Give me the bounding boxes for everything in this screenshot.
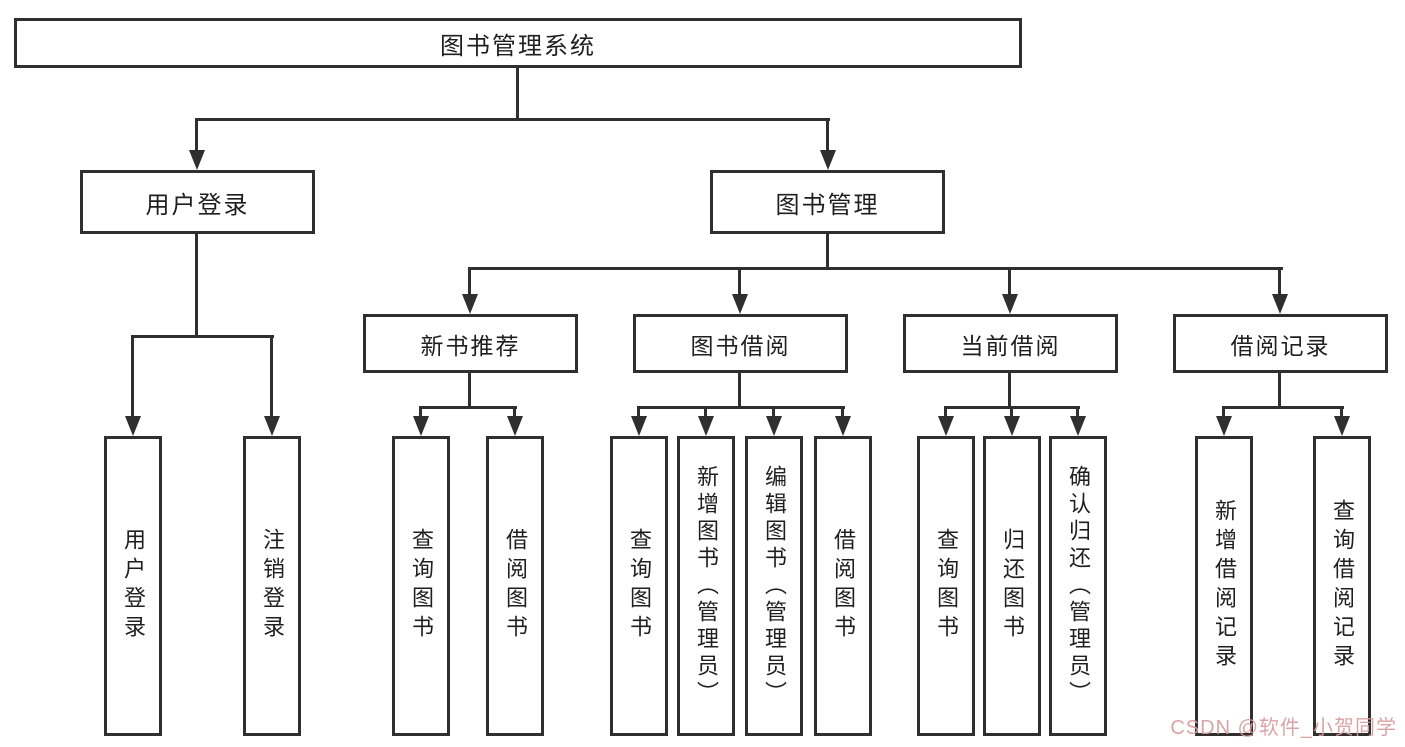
node-borrow-records: 借阅记录 [1173,314,1388,373]
arrowhead-leaf-cb-confirm [1070,416,1086,436]
arrowhead-leaf-bb-add [698,416,714,436]
leaf-newbook-borrow-books: 借阅图书 [486,436,544,736]
edge-user-login-trunk [195,232,198,338]
edge-book-borrowing-bus [637,406,845,409]
arrowhead-leaf-cb-return [1004,416,1020,436]
edge-root-to-user-login [195,118,198,152]
edge-new-book-bus [419,406,517,409]
node-current-borrowing: 当前借阅 [903,314,1118,373]
edge-book-management-bus [468,267,1283,270]
edge-to-leaf-bb-borrow [841,406,844,419]
arrowhead-leaf-nb-borrow [507,416,523,436]
edge-to-leaf-nb-query [419,406,422,419]
arrowhead-leaf-br-query [1334,416,1350,436]
edge-to-current-borrowing [1008,267,1011,296]
arrowhead-borrow-records [1272,294,1288,314]
node-book-borrowing: 图书借阅 [633,314,848,373]
node-book-management: 图书管理 [710,170,945,234]
edge-to-leaf-bb-edit [772,406,775,419]
arrowhead-user-login [189,150,205,170]
edge-new-book-trunk [468,371,471,409]
edge-current-borrowing-trunk [1008,371,1011,409]
leaf-current-return-books: 归还图书 [983,436,1041,736]
leaf-borrowing-add-books-admin: 新增图书（管理员） [677,436,735,736]
arrowhead-leaf-nb-query [413,416,429,436]
leaf-newbook-query-books: 查询图书 [392,436,450,736]
leaf-borrowing-query-books: 查询图书 [610,436,668,736]
arrowhead-leaf-br-add [1216,416,1232,436]
edge-to-leaf-cb-return [1010,406,1013,419]
edge-to-leaf-br-add [1222,406,1225,419]
leaf-borrowing-borrow-books: 借阅图书 [814,436,872,736]
leaf-user-login: 用户登录 [104,436,162,736]
edge-root-bus [196,118,830,121]
edge-to-leaf-cb-query [944,406,947,419]
edge-to-leaf-nb-borrow [513,406,516,419]
arrowhead-leaf-user-login [125,416,141,436]
arrowhead-leaf-cb-query [938,416,954,436]
arrowhead-leaf-bb-edit [766,416,782,436]
arrowhead-new-book-recommend [462,294,478,314]
arrowhead-book-management [820,150,836,170]
edge-to-leaf-cb-confirm [1076,406,1079,419]
arrowhead-leaf-bb-query [631,416,647,436]
leaf-borrowing-edit-books-admin: 编辑图书（管理员） [745,436,803,736]
edge-root-trunk [516,66,519,121]
edge-to-leaf-br-query [1340,406,1343,419]
edge-borrow-records-bus [1222,406,1344,409]
arrowhead-leaf-logout [264,416,280,436]
edge-to-leaf-bb-add [704,406,707,419]
edge-book-borrowing-trunk [738,371,741,409]
edge-to-leaf-logout [270,335,273,419]
csdn-watermark: CSDN @软件_小贺同学 [1170,717,1397,739]
leaf-current-query-books: 查询图书 [917,436,975,736]
node-user-login: 用户登录 [80,170,315,234]
edge-book-management-trunk [826,232,829,270]
leaf-current-confirm-return-admin: 确认归还（管理员） [1049,436,1107,736]
node-new-book-recommend: 新书推荐 [363,314,578,373]
arrowhead-current-borrowing [1002,294,1018,314]
edge-to-new-book-recommend [468,267,471,296]
arrowhead-leaf-bb-borrow [835,416,851,436]
edge-user-login-bus [131,335,274,338]
edge-borrow-records-trunk [1278,371,1281,409]
edge-root-to-book-management [826,118,829,152]
node-root-library-management-system: 图书管理系统 [14,18,1022,68]
edge-to-borrow-records [1278,267,1281,296]
edge-to-leaf-bb-query [637,406,640,419]
leaf-logout: 注销登录 [243,436,301,736]
edge-to-leaf-user-login [131,335,134,419]
leaf-records-query-borrow-record: 查询借阅记录 [1313,436,1371,736]
leaf-records-add-borrow-record: 新增借阅记录 [1195,436,1253,736]
edge-to-book-borrowing [738,267,741,296]
arrowhead-book-borrowing [732,294,748,314]
